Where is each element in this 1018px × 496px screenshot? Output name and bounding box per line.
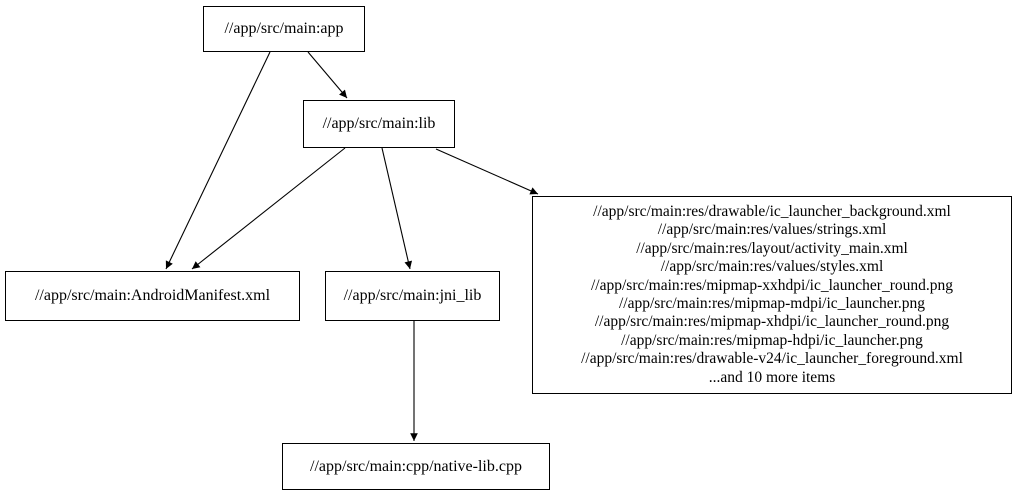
edge-lib-to-android-manifest	[191, 147, 346, 270]
resources-more-items: ...and 10 more items	[708, 368, 836, 386]
edge-app-to-lib	[307, 51, 348, 99]
resource-item: //app/src/main:res/mipmap-xxhdpi/ic_laun…	[590, 276, 953, 294]
resource-item: //app/src/main:res/mipmap-xhdpi/ic_launc…	[594, 313, 950, 331]
node-jni-lib: //app/src/main:jni_lib	[325, 271, 500, 321]
edge-lib-to-jni-lib	[381, 147, 413, 270]
node-app-label: //app/src/main:app	[224, 20, 344, 37]
resource-item: //app/src/main:res/mipmap-hdpi/ic_launch…	[621, 331, 923, 349]
node-android-manifest-label: //app/src/main:AndroidManifest.xml	[34, 287, 271, 304]
node-lib-label: //app/src/main:lib	[322, 115, 436, 132]
node-resources-group: //app/src/main:res/drawable/ic_launcher_…	[532, 196, 1012, 394]
resource-item: //app/src/main:res/layout/activity_main.…	[636, 239, 908, 257]
node-native-lib-cpp-label: //app/src/main:cpp/native-lib.cpp	[310, 457, 522, 475]
resource-item: //app/src/main:res/drawable-v24/ic_launc…	[581, 350, 963, 368]
edge-lib-to-resources	[435, 148, 539, 195]
resource-item: //app/src/main:res/drawable/ic_launcher_…	[593, 202, 951, 220]
resource-item: //app/src/main:res/values/strings.xml	[657, 221, 887, 239]
node-jni-lib-label: //app/src/main:jni_lib	[343, 287, 482, 304]
resource-item: //app/src/main:res/mipmap-mdpi/ic_launch…	[618, 295, 926, 312]
node-app: //app/src/main:app	[203, 6, 365, 52]
edge-app-to-android-manifest	[165, 51, 271, 270]
node-android-manifest: //app/src/main:AndroidManifest.xml	[5, 271, 300, 321]
node-native-lib-cpp: //app/src/main:cpp/native-lib.cpp	[282, 443, 550, 490]
node-lib: //app/src/main:lib	[303, 100, 455, 148]
resource-item: //app/src/main:res/values/styles.xml	[660, 258, 884, 276]
